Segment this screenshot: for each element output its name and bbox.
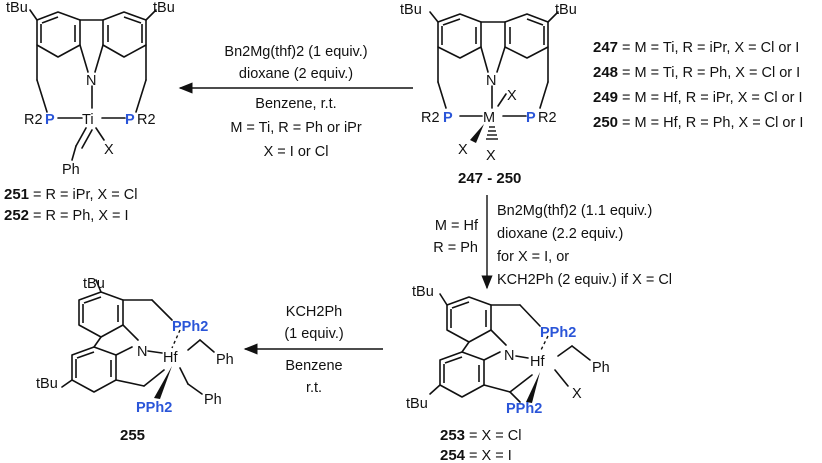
r2-label: R2 <box>421 110 440 126</box>
phenyl-label: Ph <box>62 162 80 178</box>
condition-text: (1 equiv.) <box>284 326 343 342</box>
carbazole-skeleton <box>429 293 591 403</box>
compound-label: 251 = R = iPr, X = Cl <box>4 186 137 203</box>
tbu-label: tBu <box>412 284 434 300</box>
compound-label: 247 - 250 <box>458 170 521 187</box>
condition-text: Bn2Mg(thf)2 (1.1 equiv.) <box>497 203 652 219</box>
tbu-label: tBu <box>36 376 58 392</box>
tbu-label: tBu <box>83 276 105 292</box>
phosphorus-label: P <box>526 110 536 126</box>
condition-text: X = I or Cl <box>264 144 329 160</box>
nitrogen-label: N <box>86 73 96 89</box>
r2-label: R2 <box>137 112 156 128</box>
phosphorus-label: PPh2 <box>540 325 576 341</box>
metal-label: Ti <box>82 112 94 128</box>
reaction-arrow-down: M = Hf R = Ph Bn2Mg(thf)2 (1.1 equiv.) d… <box>433 195 672 290</box>
compound-legend: 247 = M = Ti, R = iPr, X = Cl or I 248 =… <box>593 39 803 131</box>
legend-entry: 249 = M = Hf, R = iPr, X = Cl or I <box>593 89 803 106</box>
condition-text: dioxane (2 equiv.) <box>239 66 353 82</box>
reaction-arrow-bottom: KCH2Ph (1 equiv.) Benzene r.t. <box>243 304 383 396</box>
metal-label: Hf <box>163 350 178 366</box>
tbu-label: tBu <box>400 2 422 18</box>
phosphorus-label: PPh2 <box>136 400 172 416</box>
compound-label: 252 = R = Ph, X = I <box>4 207 129 224</box>
phenyl-label: Ph <box>204 392 222 408</box>
phosphorus-label: P <box>443 110 453 126</box>
legend-entry: 247 = M = Ti, R = iPr, X = Cl or I <box>593 39 799 56</box>
reaction-arrow-top: Bn2Mg(thf)2 (1 equiv.) dioxane (2 equiv.… <box>178 44 413 160</box>
condition-text: KCH2Ph <box>286 304 342 320</box>
tbu-label: tBu <box>406 396 428 412</box>
metal-label: Hf <box>530 354 545 370</box>
compound-label: 253 = X = Cl <box>440 427 521 444</box>
condition-text: M = Hf <box>435 218 479 234</box>
condition-text: Bn2Mg(thf)2 (1 equiv.) <box>224 44 367 60</box>
compound-label: 255 <box>120 427 145 444</box>
phenyl-label: Ph <box>216 352 234 368</box>
halide-label: X <box>104 142 114 158</box>
phosphorus-label: P <box>125 112 135 128</box>
nitrogen-label: N <box>504 348 514 364</box>
compound-label-list: 253 = X = Cl 254 = X = I <box>440 427 521 463</box>
halide-label: X <box>507 88 517 104</box>
compound-label: 254 = X = I <box>440 447 512 463</box>
condition-text: KCH2Ph (2 equiv.) if X = Cl <box>497 272 672 288</box>
condition-text: R = Ph <box>433 240 478 256</box>
compound-255: tBu tBu N Hf PPh2 Ph Ph PPh2 255 <box>36 276 234 444</box>
phosphorus-label: PPh2 <box>506 401 542 417</box>
condition-text: r.t. <box>306 380 322 396</box>
legend-entry: 248 = M = Ti, R = Ph, X = Cl or I <box>593 64 800 81</box>
tbu-label: tBu <box>6 0 28 16</box>
carbazole-skeleton <box>61 279 215 399</box>
phosphorus-label: P <box>45 112 55 128</box>
halide-label: X <box>486 148 496 164</box>
tbu-label: tBu <box>555 2 577 18</box>
metal-label: M <box>483 110 495 126</box>
compound-label-list: 251 = R = iPr, X = Cl 252 = R = Ph, X = … <box>4 186 137 224</box>
carbazole-skeleton <box>29 9 157 161</box>
nitrogen-label: N <box>137 344 147 360</box>
tbu-label: tBu <box>153 0 175 16</box>
r2-label: R2 <box>24 112 43 128</box>
r2-label: R2 <box>538 110 557 126</box>
condition-text: M = Ti, R = Ph or iPr <box>230 120 362 136</box>
legend-entry: 250 = M = Hf, R = Ph, X = Cl or I <box>593 114 803 131</box>
phenyl-label: Ph <box>592 360 610 376</box>
compound-253-254: tBu tBu N Hf PPh2 Ph X PPh2 253 = X = Cl… <box>406 284 610 463</box>
compound-247-250: tBu tBu N M X X X R2 P P R2 247 - 250 24… <box>400 2 803 187</box>
nitrogen-label: N <box>486 73 496 89</box>
halide-label: X <box>458 142 468 158</box>
condition-text: Benzene <box>285 358 342 374</box>
condition-text: dioxane (2.2 equiv.) <box>497 226 623 242</box>
halide-label: X <box>572 386 582 402</box>
carbazole-skeleton <box>429 11 559 143</box>
compound-251-252: tBu tBu N Ti R2 P P R2 X Ph 251 = R = iP… <box>4 0 175 224</box>
condition-text: for X = I, or <box>497 249 569 265</box>
condition-text: Benzene, r.t. <box>255 96 336 112</box>
phosphorus-label: PPh2 <box>172 319 208 335</box>
